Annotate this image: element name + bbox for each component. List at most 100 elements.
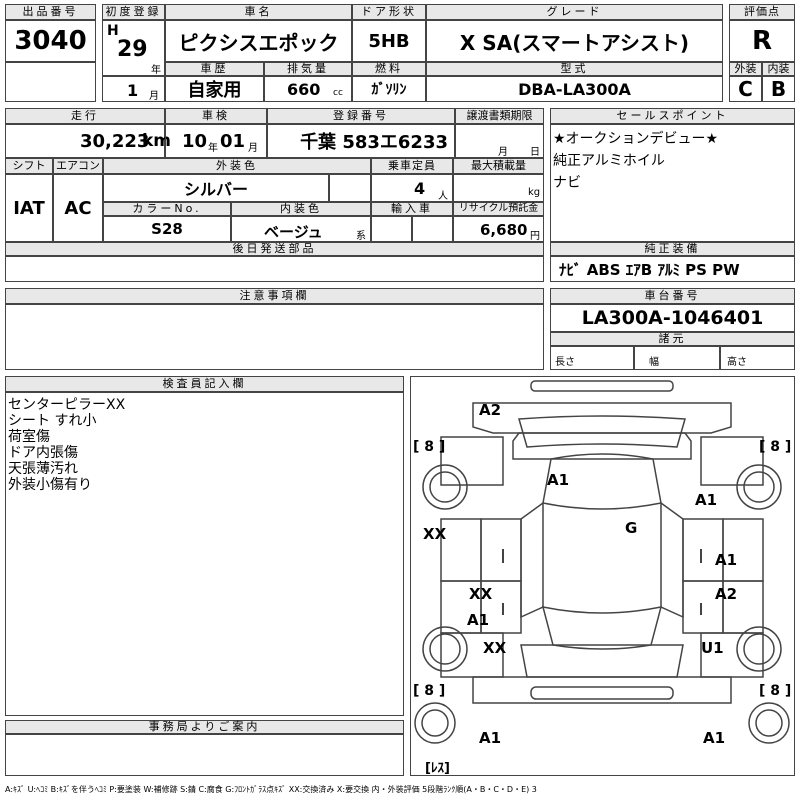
interior: ベージュ [264,223,323,241]
fuel: ｶﾞｿﾘﾝ [352,76,426,102]
import-a [371,216,412,242]
recycle: 6,680 [480,221,528,239]
length-label: 長さ [555,357,575,368]
door-label: ドア形状 [352,4,426,20]
maxload-unit: kg [528,187,541,198]
insp-month: 01 [220,131,246,152]
damage-mark: U1 [701,639,724,657]
month-unit: 月 [149,91,159,102]
tire-depth: [ 8 ] [413,439,446,455]
import-b [412,216,453,242]
inspection-label: 車検 [165,108,267,124]
sales-line: ナビ [553,175,581,191]
damage-mark: A1 [547,471,570,489]
score: R [729,20,795,62]
office-label: 事務局よりご案内 [5,720,404,734]
recycle-cell: 6,680 円 [453,216,544,242]
inspector-line: 天張薄汚れ [8,461,78,477]
mileage-cell: 30,223 km [5,124,171,158]
ac-label: エアコン [53,158,103,174]
transfer-month-unit: 月 [498,147,508,158]
ext-label: 外装 [729,62,762,76]
caution-box [5,304,544,370]
damage-mark: XX [469,585,493,603]
cc-unit: cc [333,88,343,98]
colorno: S28 [103,216,231,242]
interior-label: 内装色 [231,202,371,216]
lot-label: 出品番号 [5,4,96,20]
damage-mark: A1 [703,729,726,747]
damage-mark: XX [483,639,507,657]
spare-tire: [ﾚｽ] [425,761,450,776]
interior-cell: ベージュ 系 [231,216,371,242]
insp-year: 10 [182,131,208,152]
mileage-label: 走行 [5,108,165,124]
lot-blank [5,62,96,102]
damage-mark: G [625,519,638,537]
import-label: 輸入車 [371,202,453,216]
score-label: 評価点 [729,4,795,20]
equip-label: 純正装備 [550,242,795,256]
later-parts [5,256,544,282]
caution-label: 注意事項欄 [5,288,544,304]
shift: IAT [5,174,53,242]
displacement-cell: 660 cc [264,76,352,102]
capacity-unit: 人 [438,191,448,202]
car-name: ピクシスエポック [165,20,352,62]
spec-width: 幅 [634,346,720,370]
shift-label: シフト [5,158,53,174]
damage-mark: A1 [467,611,490,629]
reg-month: 1 [127,81,139,100]
model: DBA-LA300A [426,76,723,102]
office-box [5,734,404,776]
history: 自家用 [165,76,264,102]
first-reg-year: H 29 年 [102,20,165,76]
grade-label: グレード [426,4,723,20]
tire-depth: [ 8 ] [759,683,792,699]
sales-label: セールスポイント [550,108,795,124]
insp-year-unit: 年 [208,143,218,154]
damage-mark: XX [423,525,447,543]
sales-line: ★オークションデビュー★ [553,131,719,147]
ac: AC [53,174,103,242]
ext-grade: C [729,76,762,102]
color-label: 外装色 [103,158,371,174]
chassis-number: LA300A-1046401 [550,304,795,332]
displacement: 660 [287,80,321,99]
capacity: 4 [414,179,426,198]
capacity-cell: 4 人 [371,174,453,202]
sales-box: ★オークションデビュー★ 純正アルミホイル ナビ [550,124,795,242]
grade: X SA(スマートアシスト) [426,20,723,62]
door-type: 5HB [352,20,426,62]
inspector-label: 検査員記入欄 [5,376,404,392]
transfer-cell: 月 日 [455,124,544,158]
first-reg-label: 初度登録 [102,4,165,20]
inspector-line: ドア内張傷 [8,445,78,461]
tire-depth: [ 8 ] [759,439,792,455]
color: シルバー [103,174,329,202]
maxload-cell: kg [453,174,544,202]
color-extra [329,174,371,202]
width-label: 幅 [649,357,659,368]
sales-line: 純正アルミホイル [553,153,665,169]
inspector-line: 荷室傷 [8,429,50,445]
chassis-label: 車台番号 [550,288,795,304]
damage-mark: A1 [695,491,718,509]
car-diagram-svg [414,380,790,744]
equip: ﾅﾋﾞ ABS ｴｱB ｱﾙﾐ PS PW [550,256,795,282]
maxload-label: 最大積載量 [453,158,544,174]
recycle-unit: 円 [530,231,540,242]
first-reg-month: 1 月 [102,76,165,102]
recycle-label: リサイクル預託金 [453,202,544,216]
tire-depth: [ 8 ] [413,683,446,699]
lot-number: 3040 [5,20,96,62]
history-label: 車歴 [165,62,264,76]
damage-mark: A2 [479,401,502,419]
inspector-line: センターピラーXX [8,397,126,413]
legend: A:ｷｽﾞ U:ﾍｺﾐ B:ｷｽﾞを伴うﾍｺﾐ P:要塗装 W:補修跡 S:錆 … [5,785,537,794]
height-label: 高さ [727,357,747,368]
car-name-label: 車名 [165,4,352,20]
inspector-line: 外装小傷有り [8,477,92,493]
reg-year: 29 [117,37,148,62]
int-label: 内装 [762,62,795,76]
